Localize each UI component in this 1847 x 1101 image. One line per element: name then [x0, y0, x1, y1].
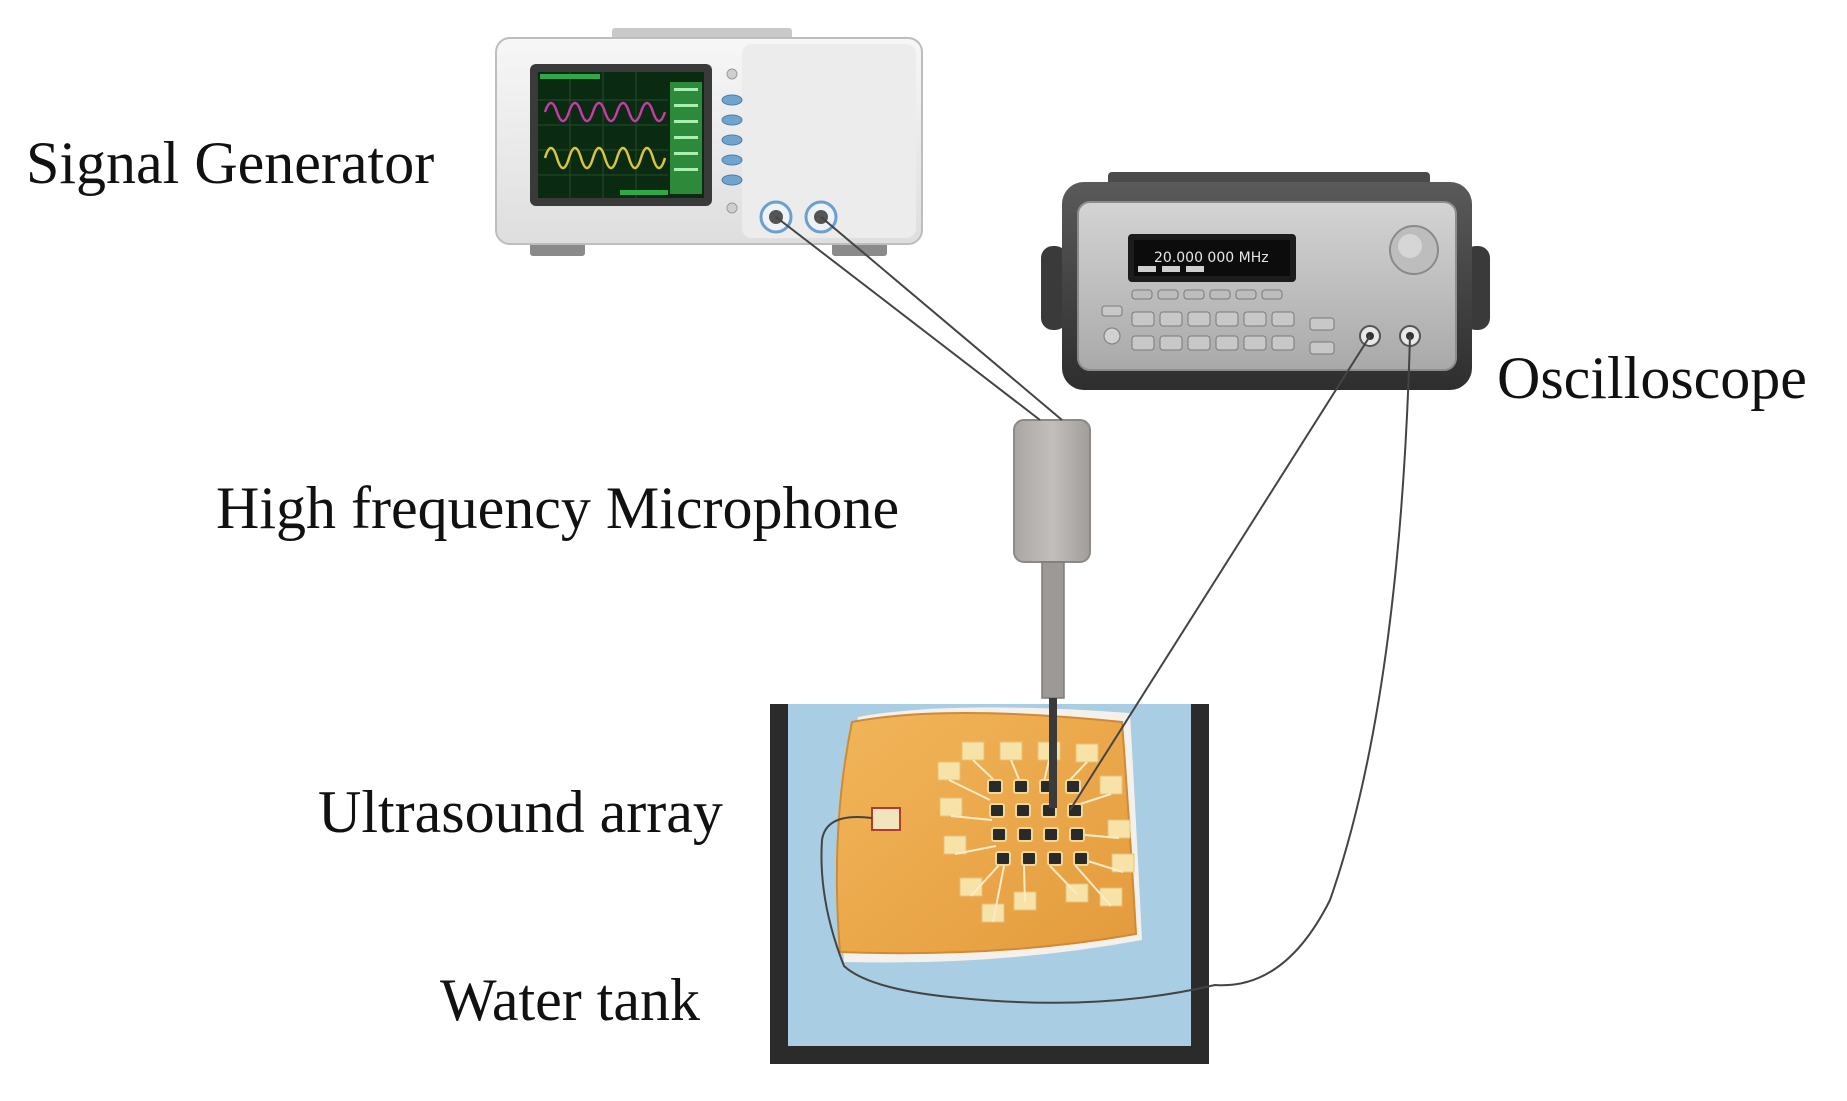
signal-generator-label: Signal Generator: [26, 130, 435, 196]
cables: [775, 216, 1411, 1004]
ultrasound-array-label: Ultrasound array: [318, 779, 723, 845]
high-frequency-microphone: [1013, 419, 1091, 808]
oscilloscope-device: 20.000 000 MHz: [1041, 172, 1490, 390]
yellow-waveform-trace: [543, 146, 667, 170]
ultrasound-array-patch: [835, 707, 1142, 963]
oscilloscope-label: Oscilloscope: [1497, 345, 1807, 411]
frequency-readout: 20.000 000 MHz: [1154, 250, 1269, 266]
signal-generator-device: [495, 28, 923, 256]
magenta-waveform-trace: [543, 101, 667, 123]
microphone-label: High frequency Microphone: [216, 475, 900, 541]
water-tank-label: Water tank: [440, 967, 701, 1033]
signal-generator-screen: [538, 72, 704, 198]
oscilloscope-display: 20.000 000 MHz: [1128, 234, 1296, 282]
